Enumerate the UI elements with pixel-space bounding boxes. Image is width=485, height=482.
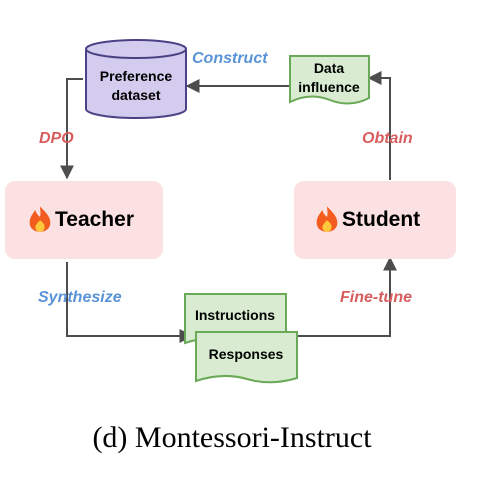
obtain-label: Obtain [362, 130, 413, 147]
preference-dataset-label-2: dataset [111, 87, 160, 103]
synthesize-label: Synthesize [38, 289, 122, 306]
construct-label: Construct [192, 50, 268, 67]
teacher-label: Teacher [55, 208, 134, 231]
arrow-synthesize [66, 262, 194, 343]
fine-tune-label: Fine-tune [340, 289, 412, 306]
dpo-label: DPO [39, 130, 74, 147]
teacher-node: Teacher [5, 181, 163, 259]
student-label: Student [342, 208, 420, 231]
arrow-dpo [60, 78, 83, 180]
student-node: Student [294, 181, 456, 259]
responses-label: Responses [209, 346, 284, 362]
instructions-label: Instructions [195, 307, 275, 323]
preference-dataset-label-1: Preference [100, 68, 173, 84]
arrow-fine-tune [298, 256, 397, 337]
arrow-obtain [367, 71, 391, 180]
responses-node: Responses [195, 331, 298, 384]
data-influence-label-1: Data [314, 60, 345, 76]
figure-caption: (d) Montessori-Instruct [92, 421, 372, 454]
preference-dataset-node: Preference dataset [85, 39, 187, 119]
data-influence-node: Data influence [289, 55, 370, 105]
data-influence-label-2: influence [298, 79, 360, 95]
